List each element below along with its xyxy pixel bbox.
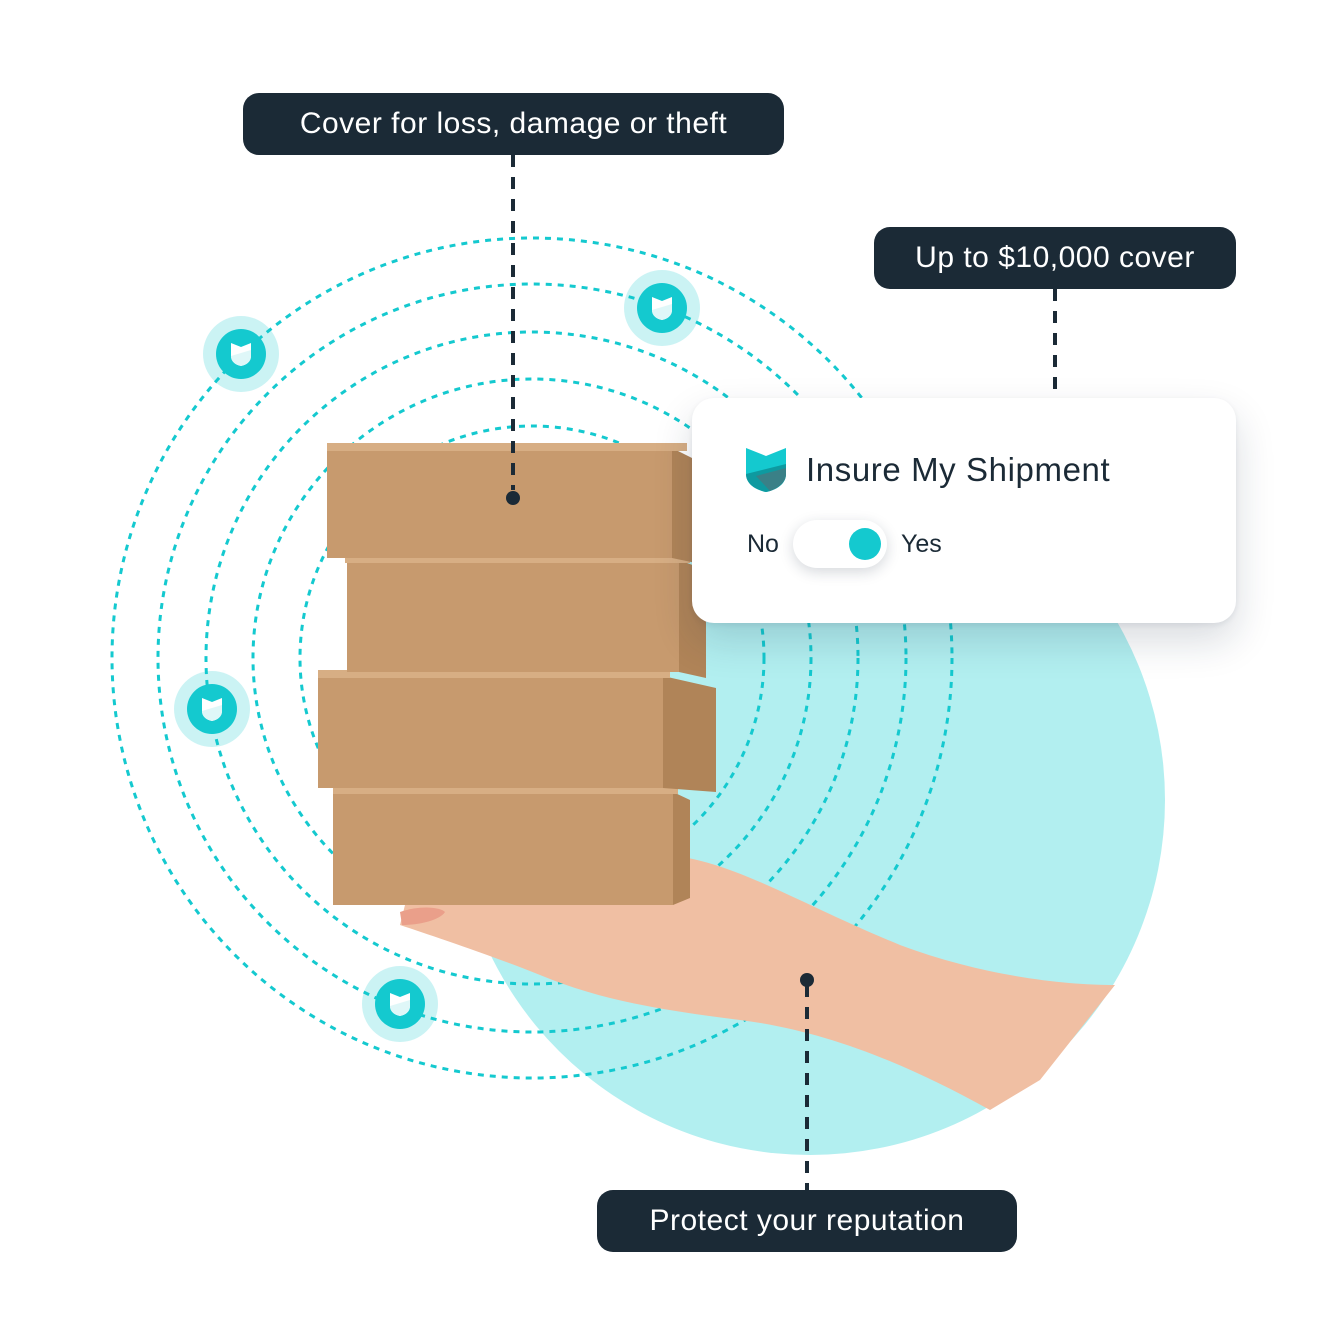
insurance-toggle[interactable] (792, 520, 887, 568)
box-1-side (672, 448, 696, 563)
orbit-ring-1 (110, 236, 954, 1080)
shield-badge-icon (390, 993, 410, 1016)
card-title: Insure My Shipment (806, 451, 1111, 488)
insure-shipment-card: Insure My Shipment No Yes (692, 398, 1236, 623)
toggle-knob (848, 528, 881, 560)
toggle-off-label: No (747, 529, 779, 558)
shield-badge-2 (624, 270, 700, 346)
orbit-ring-3 (204, 330, 860, 986)
box-1-front (327, 448, 672, 558)
callout-loss-text: Cover for loss, damage or theft (299, 107, 728, 140)
connector-pin-loss (506, 491, 520, 505)
shield-badge-3 (174, 671, 250, 747)
shield-badge-icon (231, 343, 251, 366)
connector-lines (511, 155, 1057, 1190)
shield-logo-icon (746, 448, 786, 492)
callout-loss-damage-theft: Cover for loss, damage or theft (243, 93, 784, 155)
card-title-row: Insure My Shipment (744, 446, 1110, 494)
callout-max-cover: Up to $10,000 cover (874, 227, 1236, 289)
box-2-front (347, 560, 679, 672)
callout-cover-text: Up to $10,000 cover (915, 241, 1195, 274)
callout-reputation: Protect your reputation (597, 1190, 1017, 1252)
box-3-side (663, 676, 716, 792)
shield-badge-1 (203, 316, 279, 392)
toggle-on-label: Yes (900, 529, 942, 558)
shield-badge-4 (362, 966, 438, 1042)
shield-badge-icon (652, 297, 672, 320)
box-stack (318, 443, 716, 905)
orbit-ring-4 (251, 377, 813, 939)
shield-badge-icon (202, 698, 222, 721)
box-4-front (333, 792, 673, 905)
box-4-side (673, 792, 690, 905)
orbit-ring-2 (156, 282, 908, 1034)
callout-reputation-text: Protect your reputation (649, 1204, 965, 1237)
box-3-front (318, 676, 663, 788)
connector-pin-reputation (800, 973, 814, 987)
insurance-toggle-row: No Yes (747, 520, 942, 568)
